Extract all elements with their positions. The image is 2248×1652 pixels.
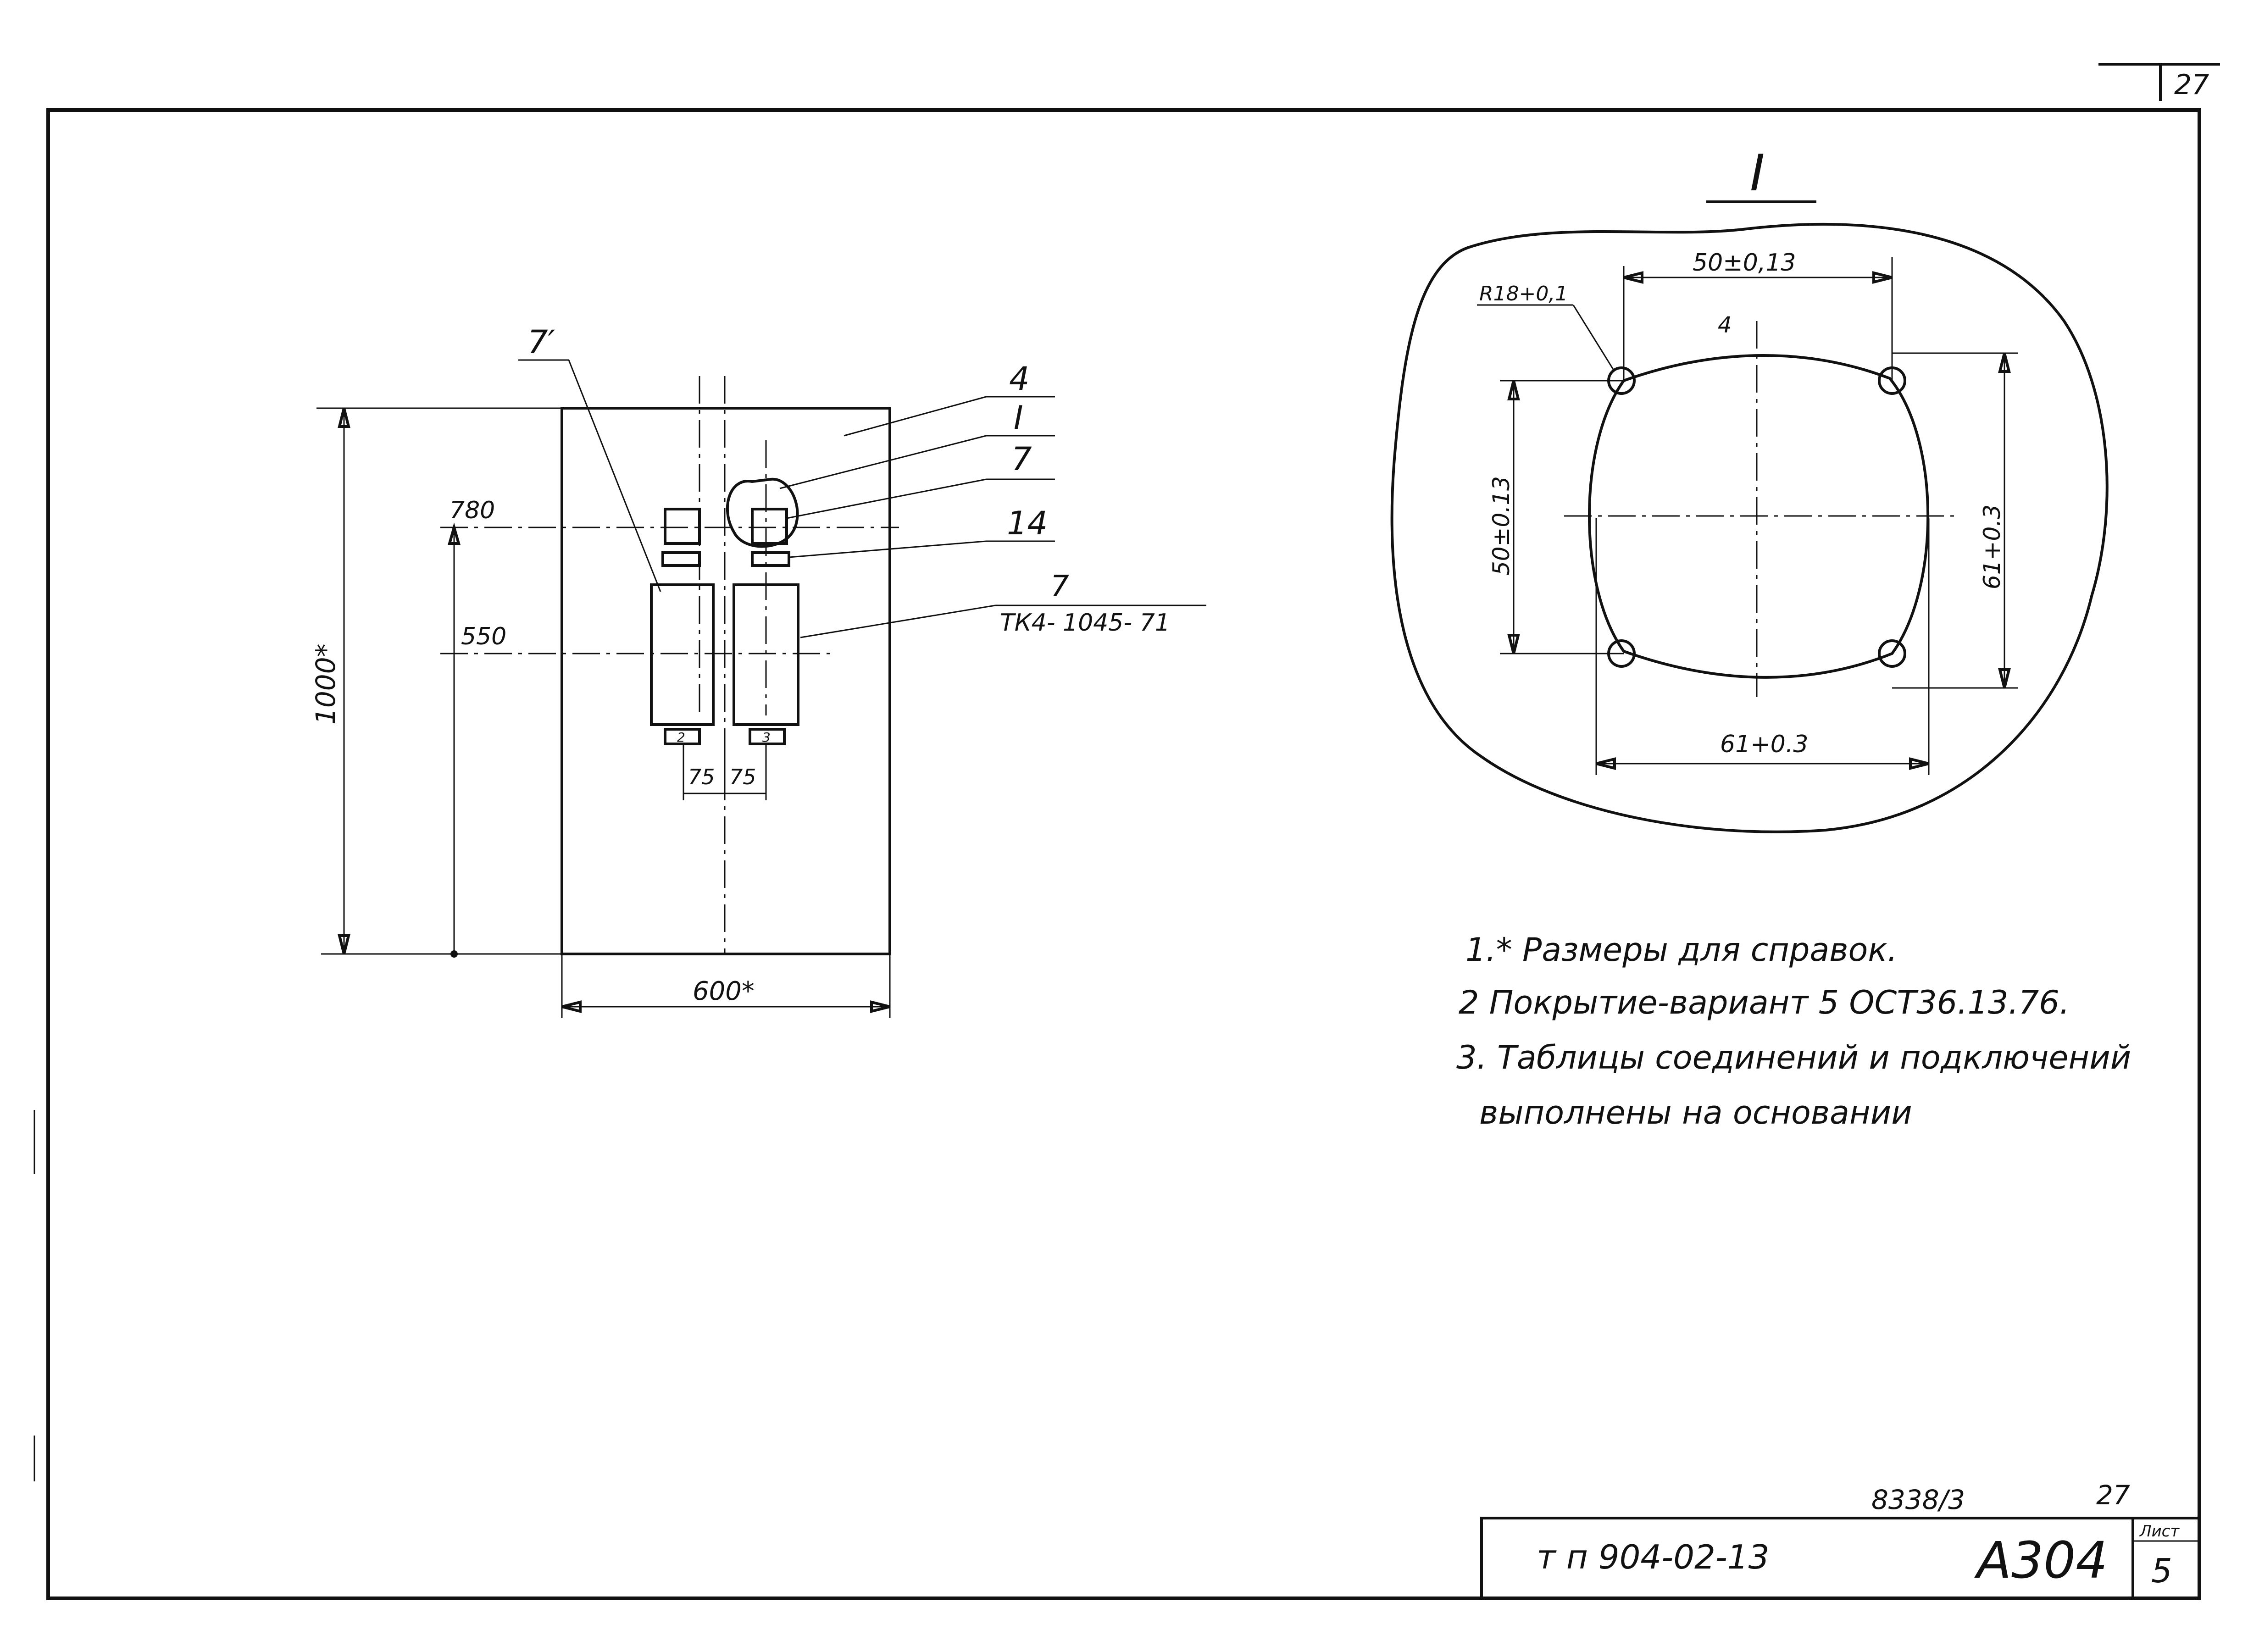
callout-4: 4 <box>1009 360 1030 398</box>
note-3-line-2: выполнены на основании <box>1479 1094 1912 1131</box>
tag-left-bottom: 2 <box>677 730 685 745</box>
label-plate-top-right <box>751 551 790 567</box>
detail-I-marker-circle <box>726 477 799 548</box>
dim-right-61: 61+0.3 <box>1979 504 2005 589</box>
dim-radius: R18+0,1 <box>1479 282 1568 305</box>
notes-block: 1.* Размеры для справок. 2 Покрытие-вари… <box>1456 931 2131 1131</box>
label-plate-bottom-left <box>664 728 701 745</box>
callout-standard-ref: ТК4- 1045- 71 <box>1000 609 1170 637</box>
device-top-left <box>664 508 701 545</box>
ref-page: 27 <box>2096 1480 2130 1511</box>
panel-front-view: 2 3 75 75 1000* 780 550 600* 7′ 4 <box>310 323 1206 1018</box>
sheet-frame: 27 <box>33 63 2220 1600</box>
sheet-label: Лист <box>2139 1522 2180 1541</box>
dim-780: 780 <box>450 497 495 524</box>
corner-hole-bottom-right <box>1878 639 1906 668</box>
detail-boundary <box>1390 222 2109 833</box>
dim-left-50: 50±0.13 <box>1488 476 1515 576</box>
note-2: 2 Покрытие-вариант 5 ОСТ36.13.76. <box>1459 984 2070 1021</box>
dim-top-50: 50±0,13 <box>1693 249 1796 277</box>
callout-I: I <box>1014 399 1023 437</box>
title-block: 8338/3 27 т п 904-02-13 А304 Лист 5 <box>1480 1480 2201 1600</box>
detail-view-I: I 50±0,13 R18+0,1 4 50±0.13 <box>1390 144 2109 833</box>
callout-7-prime: 7′ <box>527 323 555 361</box>
label-plate-top-left <box>661 551 701 567</box>
sheet-number: 5 <box>2151 1552 2172 1590</box>
callout-14: 14 <box>1007 504 1048 542</box>
note-3-line-1: 3. Таблицы соединений и подключений <box>1456 1039 2131 1076</box>
detail-view-title: I <box>1750 144 1765 202</box>
dim-height-1000: 1000* <box>310 643 341 725</box>
detail-small-mark: 4 <box>1718 312 1732 338</box>
label-plate-bottom-right <box>749 728 786 745</box>
callout-7-upper: 7 <box>1011 440 1032 478</box>
dim-75-right: 75 <box>729 765 756 789</box>
device-right <box>733 583 799 726</box>
dim-75-left: 75 <box>688 765 715 789</box>
panel-outline <box>561 407 891 955</box>
tag-right-bottom: 3 <box>762 730 771 745</box>
dim-width-600: 600* <box>693 976 755 1006</box>
dim-bottom-61: 61+0.3 <box>1720 731 1808 758</box>
project-number: т п 904-02-13 <box>1537 1538 1769 1576</box>
device-left <box>650 583 715 726</box>
callout-7-lower: 7 <box>1050 570 1069 604</box>
sheet-corner-number: 27 <box>2174 69 2209 101</box>
device-top-right <box>751 508 788 545</box>
dim-550: 550 <box>461 623 506 650</box>
ref-number: 8338/3 <box>1871 1484 1965 1515</box>
panel-cutout <box>1588 354 1930 679</box>
note-1: 1.* Размеры для справок. <box>1465 931 1898 969</box>
drawing-code: А304 <box>1974 1531 2108 1590</box>
